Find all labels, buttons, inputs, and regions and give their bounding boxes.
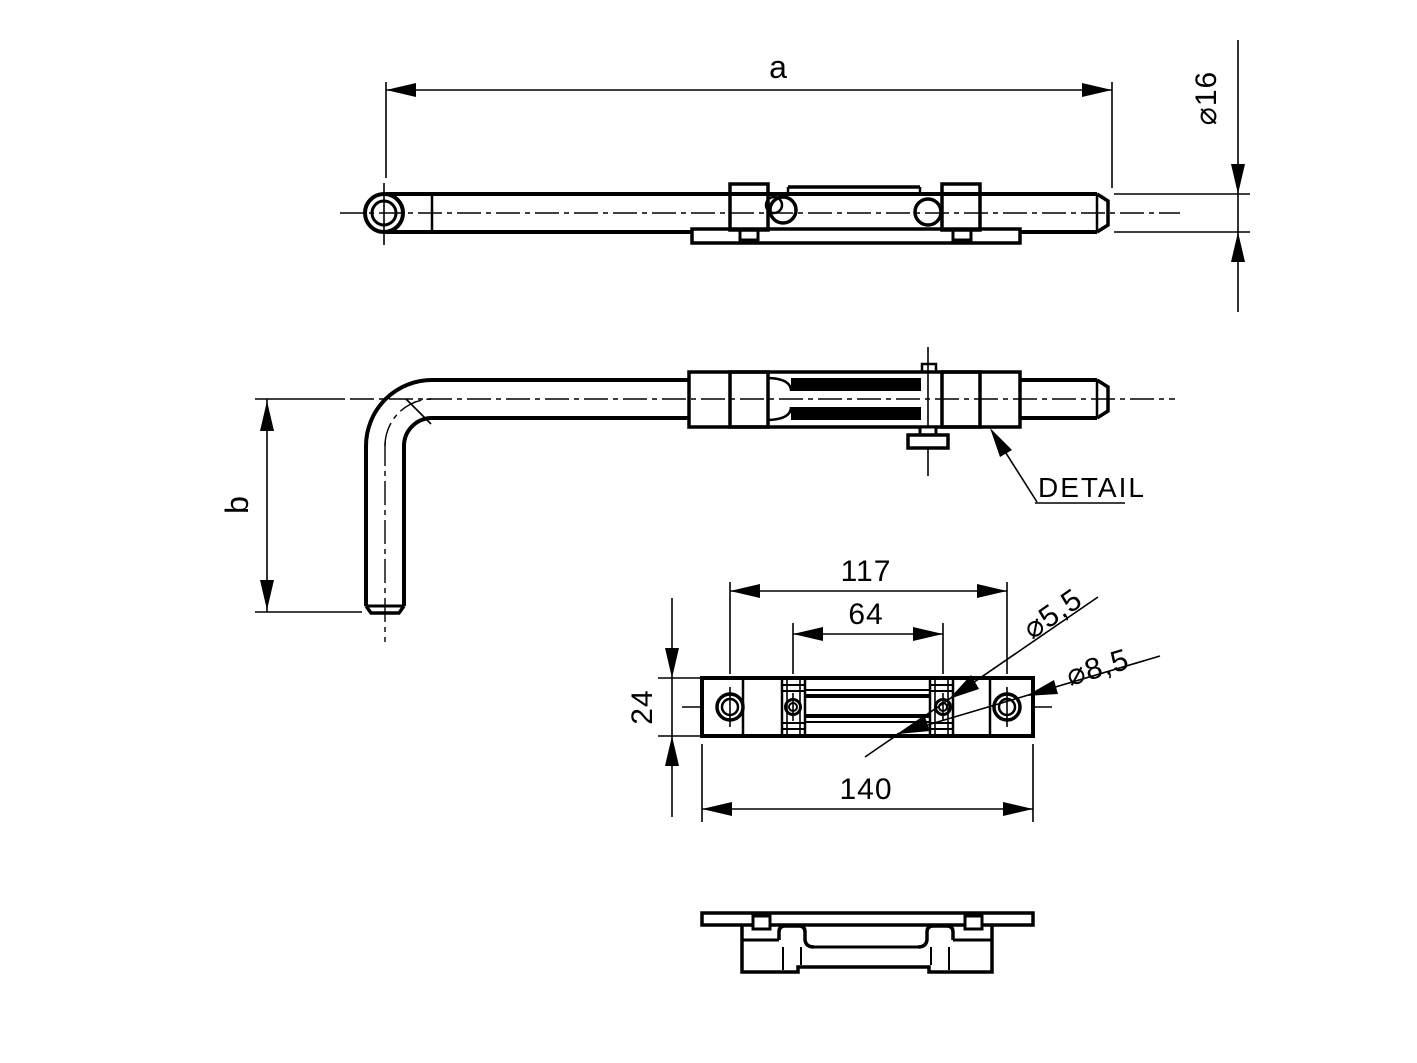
dim-140-arrow-left	[702, 802, 732, 816]
guide-block-left	[728, 182, 770, 232]
dim-b-arrow-bottom	[260, 580, 274, 610]
knob-head	[906, 433, 950, 450]
dim-64-arrow-right	[913, 627, 943, 641]
d85-leader-end-arrow	[898, 717, 930, 734]
plate-outline	[700, 676, 1035, 738]
leg-end-chamfer	[364, 604, 406, 615]
dimension-a-label: a	[769, 49, 787, 85]
knob-right	[913, 197, 943, 227]
dimension-117-label: 117	[841, 555, 892, 588]
dim-117-arrow-left	[730, 584, 760, 598]
detail-leader-arrow	[990, 428, 1012, 457]
front-body-outline	[740, 925, 994, 974]
body-block-right	[940, 370, 982, 429]
dimension-64-label: 64	[848, 598, 883, 631]
d55-leader-arrow	[949, 675, 979, 699]
front-tab-left	[751, 914, 772, 931]
dimension-b-label: b	[219, 496, 255, 514]
knob-left	[768, 195, 798, 225]
dim-d16-arrow-top	[1231, 164, 1245, 194]
knob-left-detail	[764, 195, 784, 215]
dim-d16-arrow-bottom	[1231, 232, 1245, 262]
dim-b-arrow-top	[260, 401, 274, 431]
dim-64-arrow-left	[793, 627, 823, 641]
spring-hook-bottom	[768, 406, 793, 422]
top-view: a ⌀16	[340, 40, 1250, 312]
dimension-140-label: 140	[839, 773, 892, 806]
dim-24-arrow-top	[665, 648, 679, 678]
bend-tangent-line	[405, 398, 432, 425]
front-tab-right	[963, 914, 984, 931]
dim-140-arrow-right	[1003, 802, 1033, 816]
dimension-d55-label: ⌀5,5	[1017, 582, 1088, 645]
detail-label: DETAIL	[1038, 472, 1146, 503]
spring-hook-top	[768, 376, 793, 392]
dim-a-arrow-left	[386, 83, 416, 97]
sleeve-bar-top	[791, 378, 921, 391]
dimension-d85-label: ⌀8,5	[1063, 643, 1134, 693]
d85-leader-arrow	[1026, 680, 1058, 696]
bend-inner-arc	[402, 416, 433, 447]
dimension-d16-label: ⌀16	[1190, 71, 1223, 125]
side-view: DETAIL b	[219, 347, 1175, 642]
dimension-24-label: 24	[626, 689, 659, 724]
front-plate	[700, 911, 1035, 927]
rod-tip-chamfer	[1096, 192, 1110, 234]
sleeve-bar-bottom	[791, 407, 921, 420]
front-keyhole-left	[777, 924, 815, 949]
front-keyhole-right	[917, 924, 955, 949]
lock-pin-top	[920, 362, 938, 374]
dim-24-arrow-bottom	[665, 736, 679, 766]
base-plate-top-view	[690, 227, 1022, 245]
side-rod-tip-chamfer	[1096, 378, 1110, 420]
body-plate-side	[687, 370, 1022, 429]
body-block-left	[728, 370, 770, 429]
bend-outer-arc	[364, 378, 433, 447]
dim-117-arrow-right	[977, 584, 1007, 598]
guide-block-right	[940, 182, 982, 232]
bend-centerline-arc	[384, 398, 433, 447]
plate-plan-view: 117 64 24 140 ⌀5,5 ⌀8,5	[626, 555, 1161, 822]
plate-front-view	[700, 911, 1035, 974]
dim-a-arrow-right	[1082, 83, 1112, 97]
